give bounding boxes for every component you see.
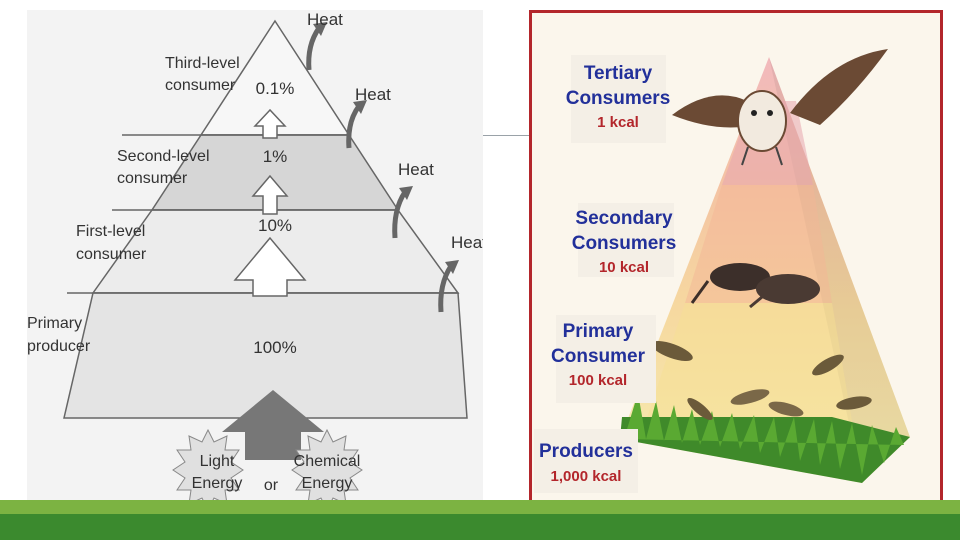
light-energy-burst-icon [173,430,243,510]
tertiary-consumers-label: Consumers [566,88,671,109]
heat-arrow-icon [309,28,319,70]
level-label: First-level [76,223,145,240]
divider-line [483,135,529,136]
energy-pyramid-kcal-panel: Tertiary Consumers 1 kcal Secondary Cons… [529,10,943,526]
level-label: consumer [76,246,147,263]
footer-bar-dark [0,514,960,540]
producers-label: Producers [539,441,633,462]
energy-pyramid-percent: Heat Heat Heat Heat Third-level consumer… [27,10,483,526]
energy-pyramid-kcal: Tertiary Consumers 1 kcal Secondary Cons… [532,13,940,523]
primary-consumer-label: Consumer [551,346,646,367]
level-label: Second-level [117,148,210,165]
energy-source-label: Energy [192,475,243,492]
tertiary-kcal-label: 1 kcal [597,114,639,131]
heat-label: Heat [451,233,483,252]
percent-label: 1% [263,147,288,166]
heat-label: Heat [307,10,343,29]
or-label: or [264,477,279,494]
secondary-kcal-label: 10 kcal [599,259,649,276]
secondary-consumers-label: Secondary [575,208,673,229]
percent-label: 100% [253,338,296,357]
secondary-consumers-label: Consumers [572,233,677,254]
energy-source-label: Chemical [294,453,361,470]
level-label: producer [27,338,91,355]
level-label: consumer [117,170,188,187]
footer-bar [0,500,960,540]
level-label: Primary [27,315,82,332]
energy-pyramid-percent-panel: Heat Heat Heat Heat Third-level consumer… [27,10,483,526]
chemical-energy-burst-icon [292,430,362,510]
heat-label: Heat [398,160,434,179]
percent-label: 10% [258,216,292,235]
tertiary-consumers-label: Tertiary [584,63,653,84]
level-label: Third-level [165,55,240,72]
energy-source-label: Energy [302,475,353,492]
heat-label: Heat [355,85,391,104]
level-label: consumer [165,77,236,94]
energy-source-label: Light [200,453,235,470]
primary-kcal-label: 100 kcal [569,372,627,389]
producers-kcal-label: 1,000 kcal [551,468,622,485]
primary-consumer-label: Primary [563,321,634,342]
percent-label: 0.1% [256,79,295,98]
